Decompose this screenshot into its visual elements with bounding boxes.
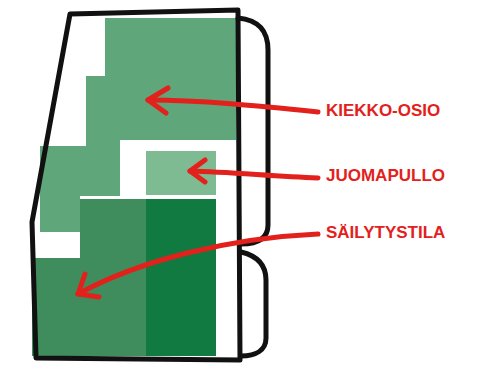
bag-handle [238,18,268,244]
callout-label: KIEKKO-OSIO [326,101,440,121]
leader-arrow [190,171,318,178]
bag-pocket [241,252,266,356]
arrow-head [148,88,168,113]
leader-arrow [148,100,318,112]
callout-label: JUOMAPULLO [326,166,445,186]
leader-arrows [78,88,318,297]
bag-outline [32,10,240,360]
storage-shade [146,199,216,356]
arrow-head [190,160,205,182]
leader-arrow [78,234,318,294]
storage-compartment [32,199,216,356]
callout-label: SÄILYTYSTILA [326,223,445,243]
arrow-head [78,274,99,297]
